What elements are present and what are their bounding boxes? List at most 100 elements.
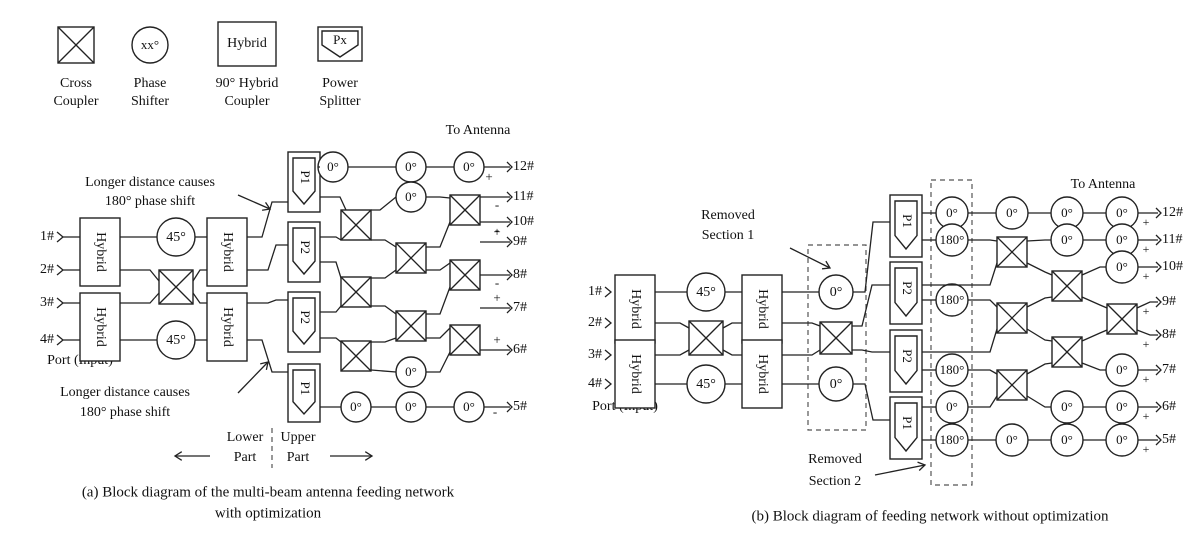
wire: [371, 239, 397, 248]
legend-hybrid-symbol: Hybrid: [227, 36, 267, 51]
phase-shifter-label: 45°: [166, 333, 186, 348]
wire: [782, 322, 821, 327]
legend-power-splitter-inner: [321, 30, 359, 58]
wire: [320, 236, 342, 241]
polarity-plus: +: [1143, 409, 1150, 423]
caption-b: (b) Block diagram of feeding network wit…: [752, 508, 1109, 524]
output-arrow-icon: [1155, 234, 1162, 246]
phase-shifter-label: 0°: [1116, 232, 1128, 247]
power-splitter-inner: [894, 200, 918, 251]
cross-diag: [340, 276, 372, 308]
output-arrow-icon: [1155, 296, 1162, 308]
phase-shifter-label: 45°: [696, 285, 716, 300]
phase-shifter-label: 0°: [463, 399, 475, 414]
cross-diag: [1051, 336, 1083, 368]
legend-phase-shifter: [131, 26, 169, 64]
output-arrow-icon: [1155, 329, 1162, 341]
wire: [722, 322, 742, 329]
phase-0: [395, 356, 427, 388]
cross-diag: [996, 236, 1028, 268]
wire: [1136, 301, 1158, 309]
wire: [370, 369, 397, 373]
polarity-minus: -: [495, 197, 499, 212]
arrow-head: [821, 260, 832, 270]
output-port-label: 10#: [1162, 259, 1183, 274]
output-arrow-icon: [1155, 207, 1162, 219]
cross-coupler: [996, 302, 1028, 334]
wire: [320, 196, 347, 211]
removed-section-1-label: Removed: [701, 208, 755, 223]
wire: [853, 383, 890, 421]
output-port-label: 8#: [1162, 327, 1176, 342]
power-splitter-inner: [292, 369, 316, 416]
annotation-bottom: 180° phase shift: [80, 405, 170, 420]
phase-shifter-label: 0°: [405, 189, 417, 204]
wire: [1081, 362, 1106, 371]
output-port-label: 5#: [513, 399, 527, 414]
upper-part-label: Upper: [281, 430, 316, 445]
output-arrow-icon: [506, 302, 513, 314]
wire: [120, 269, 160, 282]
wire: [853, 221, 890, 293]
phase-shifter-label: 0°: [1006, 205, 1018, 220]
cross-coupler: [1051, 270, 1083, 302]
cross-coupler-input: [688, 320, 724, 356]
removed-section-1-label: Section 1: [702, 228, 755, 243]
wire: [1081, 266, 1106, 276]
input-arrow-icon: [604, 378, 613, 390]
polarity-plus: +: [493, 224, 500, 239]
output-port-label: 11#: [513, 189, 533, 204]
wire: [655, 322, 690, 329]
phase-shifter-label: 0°: [405, 399, 417, 414]
phase-shifter-label: 0°: [1116, 432, 1128, 447]
lower-part-label: Part: [234, 450, 257, 465]
removed-section-1-box: [807, 244, 867, 431]
caption-a: (a) Block diagram of the multi-beam ante…: [82, 484, 455, 500]
polarity-plus: +: [493, 332, 500, 347]
removed-section-1-arrow: [789, 247, 831, 269]
cross-diag: [449, 324, 481, 356]
wire: [1026, 328, 1053, 342]
polarity-plus: +: [1143, 304, 1150, 318]
wire: [1081, 329, 1108, 342]
cross-diag: [819, 321, 853, 355]
wire: [426, 286, 451, 315]
hybrid-label: Hybrid: [220, 307, 235, 347]
cross-coupler: [395, 242, 427, 274]
wire: [922, 262, 998, 286]
cross-coupler: [340, 340, 372, 372]
cross-coupler: [449, 324, 481, 356]
hybrid-input-lower: [614, 339, 656, 409]
cross-diag: [395, 242, 427, 274]
cross-coupler: [340, 209, 372, 241]
power-splitter-label: P1: [900, 214, 915, 228]
wire: [852, 284, 890, 327]
to-antenna-label: To Antenna: [446, 123, 512, 138]
cross-diag: [688, 320, 724, 356]
output-port-label: 12#: [513, 159, 534, 174]
wire: [247, 201, 288, 238]
wire: [968, 299, 998, 308]
input-port-label: 4#: [588, 376, 602, 391]
phase-shifter-label: 0°: [405, 159, 417, 174]
output-port-label: 6#: [1162, 399, 1176, 414]
output-arrow-icon: [1155, 434, 1162, 446]
input-arrow-icon: [56, 334, 65, 346]
cross-diag: [996, 302, 1028, 334]
cross-diag: [340, 209, 372, 241]
wire: [426, 221, 451, 248]
cross-diag: [57, 26, 95, 64]
power-splitter-label: P1: [298, 381, 313, 395]
legend-splitter-label: Power: [322, 76, 358, 91]
legend-phase-label: Phase: [134, 76, 167, 91]
removed-section-2-label: Removed: [808, 452, 862, 467]
input-port-label: 2#: [40, 262, 54, 277]
legend-phase-symbol: xx°: [141, 37, 159, 52]
cross-diag: [449, 194, 481, 226]
output-port-label: 9#: [1162, 294, 1176, 309]
upper-part-label: Part: [287, 450, 310, 465]
wire: [371, 196, 397, 211]
output-arrow-icon: [506, 236, 513, 248]
power-splitter-label: P2: [298, 240, 313, 254]
wire: [320, 305, 342, 313]
